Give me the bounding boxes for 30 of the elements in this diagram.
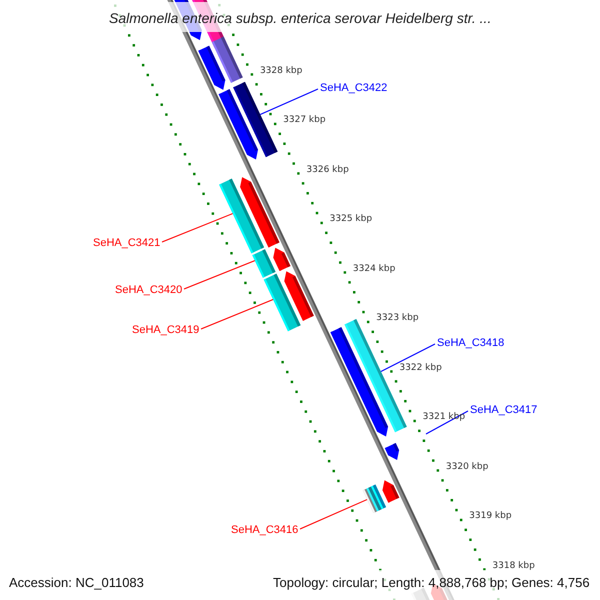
footer-text: Topology: circular; Length: 4,888,768 bp; Genes: 4,756	[273, 574, 590, 590]
gene-feature	[252, 249, 276, 278]
scale-label: 3320 kbp	[446, 462, 488, 472]
scale-label: 3319 kbp	[469, 511, 512, 522]
leader-line	[426, 410, 468, 434]
gene-label: SeHA_C3418	[437, 337, 504, 349]
gene-feature	[264, 274, 301, 332]
scale-label: 3327 kbp	[283, 115, 326, 126]
scale-label: 3324 kbp	[352, 264, 396, 274]
gene-label: SeHA_C3417	[470, 404, 538, 416]
gene-feature	[219, 178, 264, 254]
gene-label: SeHA_C3422	[320, 82, 388, 94]
leader-line	[200, 299, 274, 330]
scale-label: 3322 kbp	[399, 362, 442, 373]
scale-label: 3328 kbp	[260, 66, 302, 76]
gene-label: SeHA_C3416	[231, 524, 298, 536]
gene-feature	[366, 486, 382, 512]
gene-label: SeHA_C3419	[132, 324, 200, 336]
leader-line	[184, 260, 256, 290]
title: Salmonella enterica subsp. enterica serovar Heidelberg str. ...	[109, 10, 492, 26]
scale-label: 3325 kbp	[330, 214, 372, 224]
scale-label: 3318 kbp	[492, 560, 535, 571]
gene-label: SeHA_C3421	[93, 237, 160, 249]
scale-label: 3323 kbp	[376, 313, 419, 324]
gene-feature	[233, 82, 278, 158]
footer-text: Accession: NC_011083	[9, 574, 144, 590]
gene-label: SeHA_C3420	[115, 284, 182, 296]
leader-line	[300, 499, 368, 530]
scale-label: 3326 kbp	[306, 164, 349, 175]
leader-line	[162, 213, 234, 242]
